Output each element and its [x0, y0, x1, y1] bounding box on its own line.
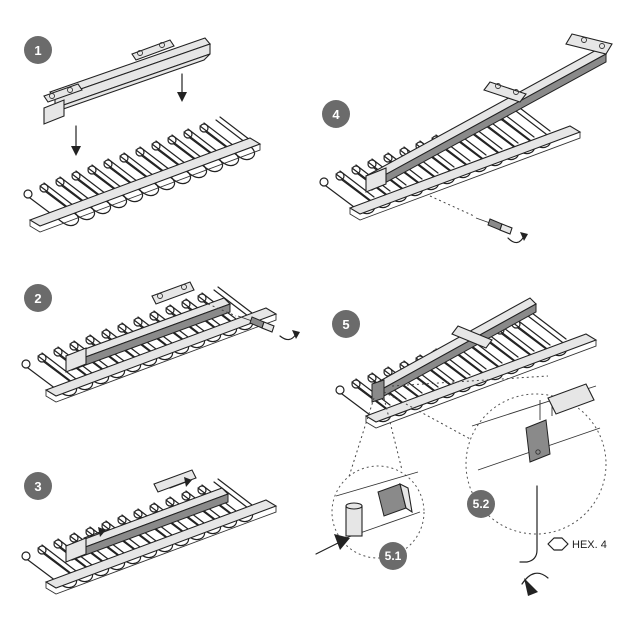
step-2-badge — [24, 284, 52, 312]
step-5-label: 5 — [342, 317, 349, 332]
detail-5-2: 5.2 — [465, 383, 607, 563]
hanger-rack — [320, 105, 581, 221]
hanger-rack — [24, 117, 261, 233]
detail-5-1-badge — [379, 542, 407, 570]
step-3-label: 3 — [34, 479, 41, 494]
step-1-label: 1 — [34, 43, 41, 58]
arrow-icon — [83, 527, 106, 539]
step-5-illustration: 5 — [315, 297, 607, 596]
detail-5-2-label: 5.2 — [473, 497, 490, 511]
screw-icon — [475, 217, 513, 235]
arrow-right-icon — [315, 534, 350, 555]
rotate-clockwise-icon — [507, 232, 528, 244]
hexagon-icon — [547, 537, 569, 551]
step-5-badge — [332, 310, 360, 338]
arrow-icon — [169, 477, 192, 489]
detail-5-2-badge — [467, 490, 495, 518]
hanger-rack — [22, 479, 277, 595]
slide-rail — [65, 281, 231, 373]
detail-5-1-label: 5.1 — [385, 549, 402, 563]
rotate-clockwise-icon — [279, 330, 300, 341]
dowel-part — [345, 502, 363, 537]
step-3-badge — [24, 472, 52, 500]
slide-rail — [365, 33, 613, 193]
step-3-illustration: 3 — [22, 469, 277, 595]
detail-5-1: 5.1 — [315, 465, 425, 570]
step-1-illustration: 1 — [24, 36, 261, 233]
step-1-badge — [24, 36, 52, 64]
slide-rail — [65, 469, 229, 563]
step-2-label: 2 — [34, 291, 41, 306]
rotate-clockwise-icon — [521, 572, 549, 596]
hex-key-icon — [519, 485, 538, 563]
step-4-illustration: 4 — [320, 33, 613, 244]
arrow-down-icon — [71, 125, 81, 156]
hex-key-label: HEX. 4 — [572, 539, 607, 551]
arrow-down-icon — [177, 73, 187, 102]
step-4-label: 4 — [332, 107, 340, 122]
step-2-illustration: 2 — [22, 281, 300, 403]
step-4-badge — [322, 100, 350, 128]
slide-rail — [43, 37, 211, 125]
slide-rail — [371, 297, 537, 403]
hanger-rack — [22, 287, 277, 403]
